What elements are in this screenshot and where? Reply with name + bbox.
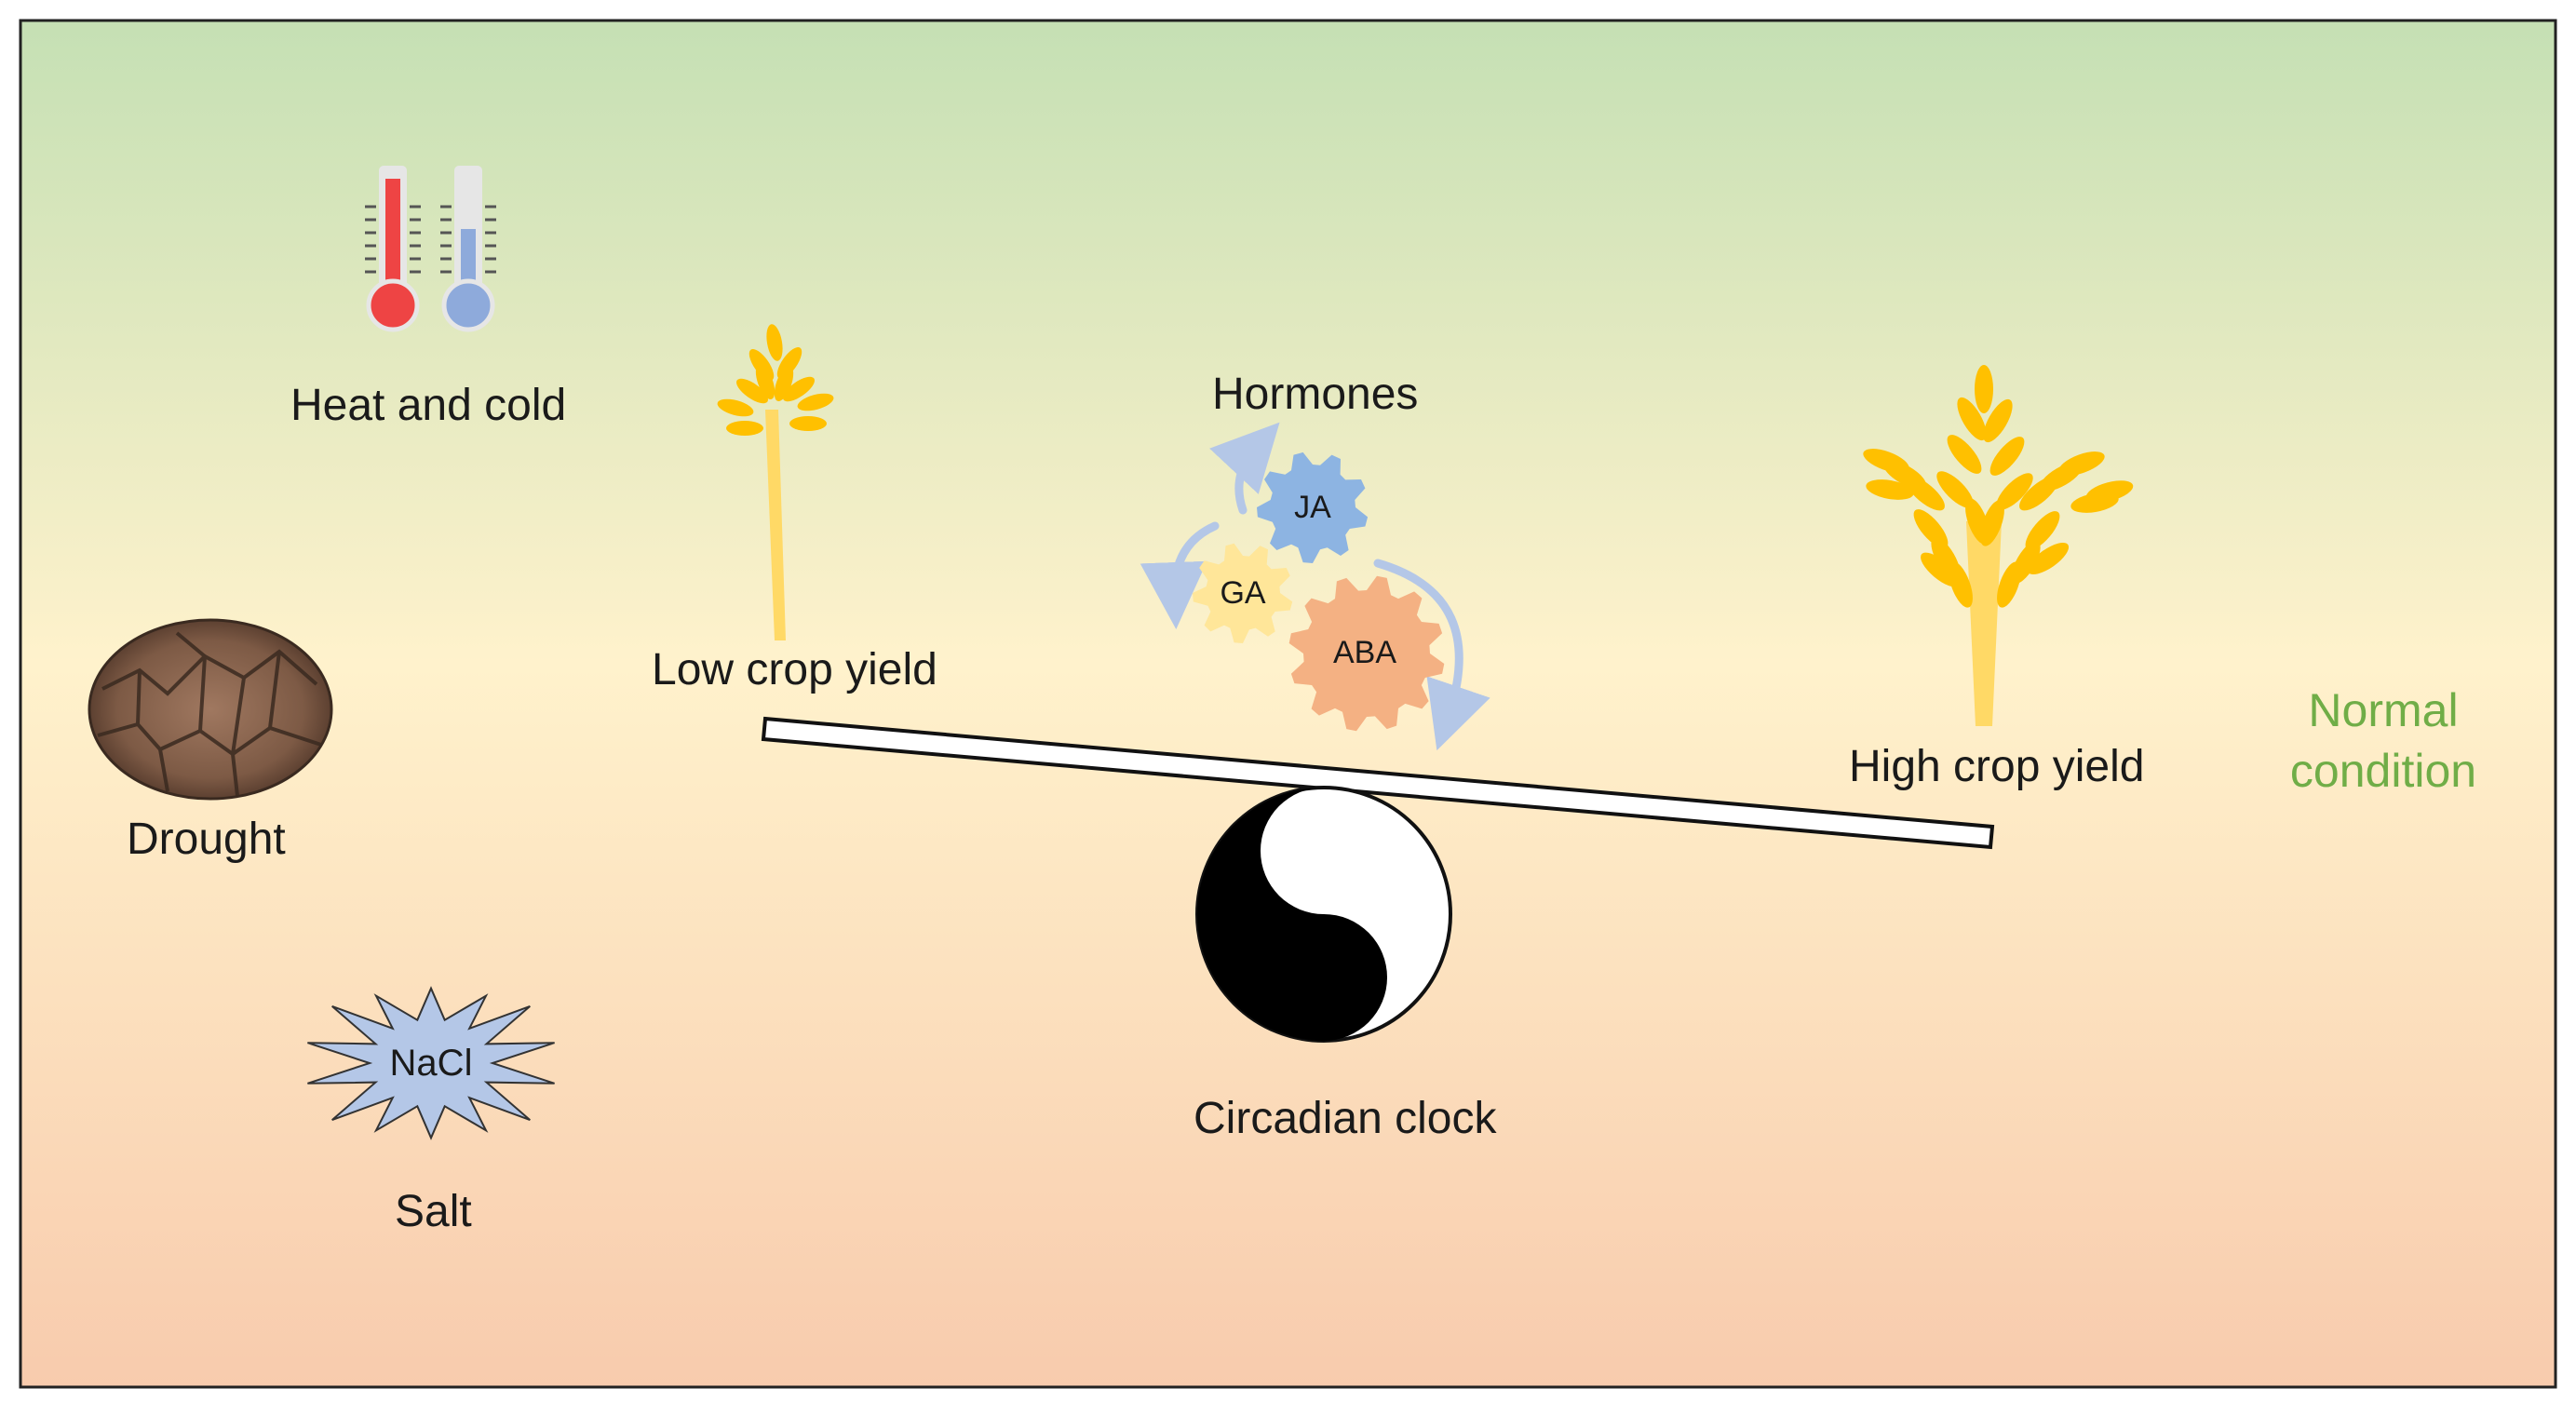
normal-label-line2: condition (2289, 745, 2477, 797)
normal-label-line1: Normal (2308, 684, 2459, 736)
wheat-grain (1863, 449, 1909, 473)
background-panel (19, 19, 2557, 1389)
wheat-grain (2070, 492, 2119, 513)
circadian-label: Circadian clock (1194, 1094, 1497, 1143)
wheat-grain (797, 393, 834, 411)
wheat-grain (1989, 437, 2025, 476)
wheat-grain (1997, 561, 2021, 608)
wheat-grain (1936, 471, 1974, 508)
wheat-grain (735, 378, 769, 404)
gear-icon: ABA (1288, 575, 1445, 732)
wheat-grain (1980, 500, 2004, 546)
wheat-grain (755, 364, 775, 399)
seesaw-beam (761, 716, 1995, 850)
wheat-grain (2058, 451, 2105, 476)
yin-yang-icon (1195, 786, 1452, 1043)
wheat-grain (1957, 397, 1987, 441)
gear-icon: GA (1193, 543, 1293, 643)
gear-icon: JA (1257, 451, 1369, 563)
thermometer-cold-icon (440, 166, 496, 332)
gear-aba-label: ABA (1333, 635, 1396, 670)
high-yield-label: High crop yield (1849, 742, 2145, 791)
wheat-grain (717, 398, 754, 417)
wheat-grain (774, 366, 794, 401)
nacl-label: NaCl (390, 1043, 473, 1084)
wheat-grain (789, 416, 827, 431)
wheat-grain (1975, 365, 1993, 413)
gear-ga-label: GA (1220, 575, 1265, 611)
wheat-grain (782, 376, 816, 402)
salt-label: Salt (395, 1187, 472, 1236)
wheat-grain (1983, 398, 2013, 443)
heat-cold-label: Heat and cold (290, 381, 567, 430)
wheat-grain (1866, 479, 1914, 500)
hormone-cycle-arrows (1140, 422, 1490, 751)
hormones-label: Hormones (1212, 370, 1419, 419)
low-yield-label: Low crop yield (652, 645, 937, 694)
nacl-star-icon: NaCl (307, 986, 555, 1140)
wheat-grain (1947, 435, 1982, 474)
cracked-soil-icon (88, 618, 333, 801)
wheat-grain (2027, 542, 2070, 575)
wheat-grain (726, 421, 763, 436)
wheat-grain (1921, 552, 1960, 587)
wheat-grain (1996, 473, 2033, 510)
wheat-small-icon (717, 324, 834, 640)
gear-ja-label: JA (1294, 490, 1331, 525)
wheat-grain (2025, 511, 2060, 550)
wheat-large-icon (1863, 365, 2134, 726)
thermometer-hot-icon (365, 166, 421, 332)
wheat-grain (766, 324, 783, 361)
drought-label: Drought (127, 815, 286, 864)
